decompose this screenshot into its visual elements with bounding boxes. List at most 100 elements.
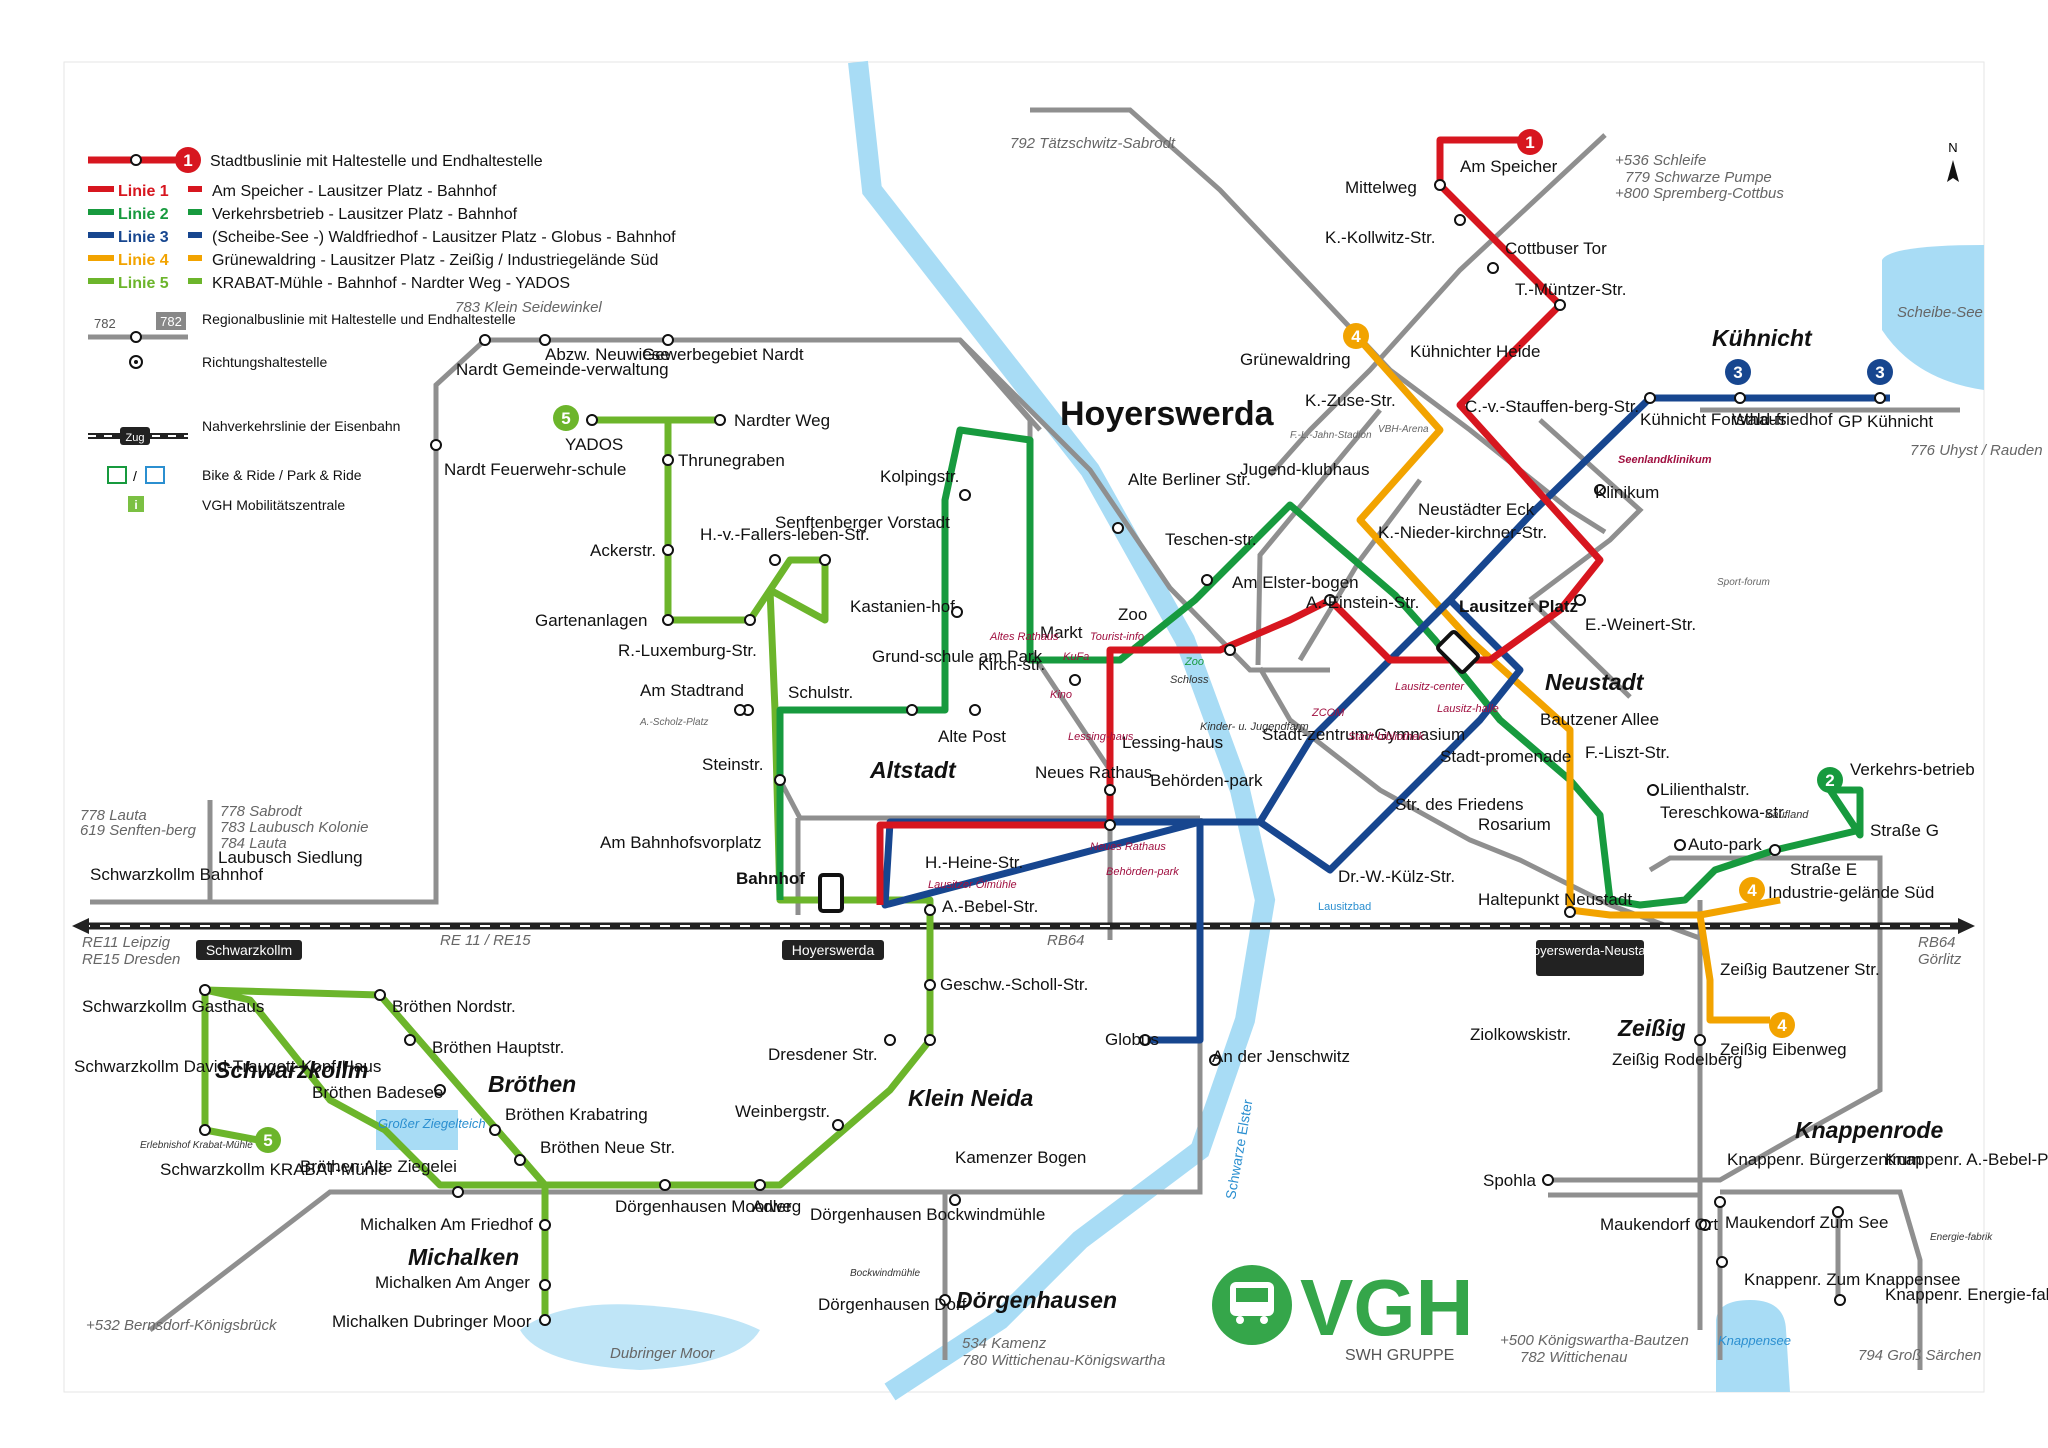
line-5-route [201,416,934,1320]
svg-text:+532 Bernsdorf-Königsbrück: +532 Bernsdorf-Königsbrück [86,1317,278,1334]
svg-text:Schwarzkollm David-Traugott-Ko: Schwarzkollm David-Traugott-Kopf-Haus [74,1057,381,1076]
svg-text:RB64: RB64 [1047,932,1085,949]
svg-text:A.-Scholz-Platz: A.-Scholz-Platz [639,717,708,728]
svg-text:Mittelweg: Mittelweg [1345,178,1417,197]
svg-text:Wald-friedhof: Wald-friedhof [1732,410,1833,429]
svg-text:Rosarium: Rosarium [1478,815,1551,834]
svg-text:Michalken Am Friedhof: Michalken Am Friedhof [360,1215,533,1234]
rail-labels: RE11 Leipzig RE15 Dresden RE 11 / RE15 R… [82,932,1962,976]
svg-text:2: 2 [1825,771,1834,790]
svg-text:Schloss: Schloss [1170,674,1209,686]
svg-text:Bröthen Neue Str.: Bröthen Neue Str. [540,1138,675,1157]
svg-text:VGH Mobilitätszentrale: VGH Mobilitätszentrale [202,497,345,513]
svg-text:1: 1 [183,151,192,170]
svg-text:Linie 2: Linie 2 [118,206,169,223]
svg-text:N: N [1948,140,1957,155]
svg-text:Scheibe-See: Scheibe-See [1897,304,1983,321]
svg-text:Knappenr. Energie-fabrik: Knappenr. Energie-fabrik [1885,1285,2048,1304]
svg-text:Bröthen Badesee: Bröthen Badesee [312,1083,443,1102]
svg-text:Str. des Friedens: Str. des Friedens [1395,795,1524,814]
svg-text:Knappenrode: Knappenrode [1795,1117,1943,1143]
svg-text:Straße E: Straße E [1790,860,1857,879]
svg-text:Michalken: Michalken [408,1244,519,1270]
svg-text:Hoyerswerda: Hoyerswerda [792,942,875,958]
svg-text:Neustädter Eck: Neustädter Eck [1418,500,1535,519]
svg-text:Geschw.-Scholl-Str.: Geschw.-Scholl-Str. [940,975,1088,994]
svg-text:534 Kamenz: 534 Kamenz [962,1335,1047,1352]
svg-text:Kolpingstr.: Kolpingstr. [880,467,959,486]
svg-text:Großer Ziegelteich: Großer Ziegelteich [378,1116,486,1131]
svg-text:Linie 5: Linie 5 [118,275,169,292]
water [376,60,1984,1401]
svg-text:Lausitzbad: Lausitzbad [1318,901,1371,913]
svg-text:782 Wittichenau: 782 Wittichenau [1520,1349,1628,1366]
svg-text:Gewerbegebiet Nardt: Gewerbegebiet Nardt [642,345,804,364]
svg-text:Verkehrsbetrieb - Lausitzer Pl: Verkehrsbetrieb - Lausitzer Platz - Bahn… [212,206,518,223]
svg-text:Altstadt: Altstadt [869,757,957,783]
svg-text:783 Klein Seidewinkel: 783 Klein Seidewinkel [455,299,602,316]
svg-text:Knappensee: Knappensee [1718,1333,1791,1348]
svg-text:Altes Rathaus: Altes Rathaus [989,631,1059,643]
svg-text:An der Jenschwitz: An der Jenschwitz [1212,1047,1350,1066]
svg-text:Gartenanlagen: Gartenanlagen [535,611,647,630]
svg-text:Kastanien-hof: Kastanien-hof [850,597,955,616]
svg-text:Kühnichter Heide: Kühnichter Heide [1410,342,1540,361]
line-3-route [881,394,1890,1044]
svg-text:Alte Post: Alte Post [938,727,1006,746]
svg-text:792 Tätzschwitz-Sabrodt: 792 Tätzschwitz-Sabrodt [1010,135,1176,152]
svg-text:Regionalbuslinie mit Haltestel: Regionalbuslinie mit Haltestelle und End… [202,311,516,327]
svg-text:Klein Neida: Klein Neida [908,1085,1033,1111]
svg-text:782: 782 [160,314,182,329]
svg-text:Schwarzkollm: Schwarzkollm [215,1057,368,1083]
svg-text:/: / [133,468,137,484]
svg-text:Industrie-gelände Süd: Industrie-gelände Süd [1768,883,1934,902]
svg-text:Senftenberger Vorstadt: Senftenberger Vorstadt [775,513,950,532]
railway [72,918,1975,934]
svg-text:Seenlandklinikum: Seenlandklinikum [1618,454,1712,466]
svg-text:776 Uhyst / Rauden: 776 Uhyst / Rauden [1910,442,2043,459]
hub-lausitzer-platz[interactable] [1436,630,1480,674]
svg-text:Stadt-promenade: Stadt-promenade [1440,747,1571,766]
svg-text:Am Elster-bogen: Am Elster-bogen [1232,573,1359,592]
svg-text:Neustadt: Neustadt [1545,669,1645,695]
svg-text:RE15 Dresden: RE15 Dresden [82,951,180,968]
svg-text:Spohla: Spohla [1483,1171,1536,1190]
svg-text:Nahverkehrslinie der Eisenbahn: Nahverkehrslinie der Eisenbahn [202,418,400,434]
svg-text:Schwarzkollm: Schwarzkollm [206,942,292,958]
svg-text:Kirch-str.: Kirch-str. [978,655,1045,674]
svg-text:Haltepunkt Neustadt: Haltepunkt Neustadt [1478,890,1632,909]
svg-text:Richtungshaltestelle: Richtungshaltestelle [202,354,328,370]
hub-bahnhof[interactable] [818,873,844,913]
north-arrow: N [1947,140,1959,182]
svg-text:Lausitzer Ölmühle: Lausitzer Ölmühle [928,879,1017,891]
svg-text:Ziolkowskistr.: Ziolkowskistr. [1470,1025,1571,1044]
svg-text:RB64: RB64 [1918,934,1956,951]
svg-text:783 Laubusch Kolonie: 783 Laubusch Kolonie [220,819,368,836]
svg-text:Weinbergstr.: Weinbergstr. [735,1102,830,1121]
svg-text:Schwarzkollm Gasthaus: Schwarzkollm Gasthaus [82,997,264,1016]
svg-text:Stadt-bibliothek: Stadt-bibliothek [1348,731,1424,743]
svg-text:Görlitz: Görlitz [1918,951,1962,968]
map-frame [63,61,1985,1393]
svg-text:Michalken Dubringer Moor: Michalken Dubringer Moor [332,1312,532,1331]
svg-text:Markt: Markt [1040,623,1083,642]
svg-text:Zeißig Bautzener Str.: Zeißig Bautzener Str. [1720,960,1880,979]
svg-text:F.-L.-Jahn-Stadion: F.-L.-Jahn-Stadion [1290,430,1372,441]
legend: 1 Stadtbuslinie mit Haltestelle und Endh… [88,147,676,513]
svg-text:i: i [134,498,137,512]
svg-text:K.-Zuse-Str.: K.-Zuse-Str. [1305,391,1396,410]
svg-text:Grünewaldring: Grünewaldring [1240,350,1351,369]
svg-text:Ackerstr.: Ackerstr. [590,541,656,560]
svg-text:Maukendorf Zum See: Maukendorf Zum See [1725,1213,1888,1232]
svg-text:Zug: Zug [126,432,145,444]
svg-text:3: 3 [1733,363,1742,382]
svg-text:Dresdener Str.: Dresdener Str. [768,1045,878,1064]
svg-text:Teschen-str.: Teschen-str. [1165,530,1257,549]
svg-text:Nardter Weg: Nardter Weg [734,411,830,430]
svg-text:Lausitz-halle: Lausitz-halle [1437,703,1499,715]
vgh-logo: VGH SWH GRUPPE [1212,1263,1473,1364]
svg-text:5: 5 [561,409,570,428]
svg-text:RE11 Leipzig: RE11 Leipzig [82,934,171,951]
lake-scheibe-see [1882,245,1984,390]
